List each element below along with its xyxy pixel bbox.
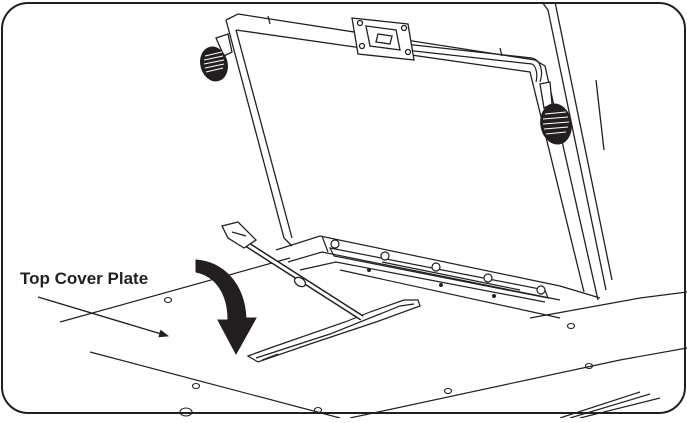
hinge-screws	[330, 239, 546, 295]
left-grip	[200, 33, 233, 82]
top-cover-plate	[59, 257, 687, 419]
lid-rod	[404, 43, 543, 83]
black-curved-arrow-icon	[195, 259, 257, 356]
frame-border	[1, 2, 686, 414]
plate-screw-holes	[163, 296, 594, 417]
plate-slot	[246, 299, 421, 363]
lifted-lid	[225, 1, 613, 301]
leader-arrow-icon	[37, 296, 169, 338]
top-cover-plate-label: Top Cover Plate	[20, 269, 149, 288]
right-grip	[539, 81, 572, 145]
hinge-dots	[367, 268, 496, 298]
screwdriver	[221, 221, 364, 321]
latch-plate	[351, 17, 415, 61]
hinge-bar	[275, 235, 601, 319]
